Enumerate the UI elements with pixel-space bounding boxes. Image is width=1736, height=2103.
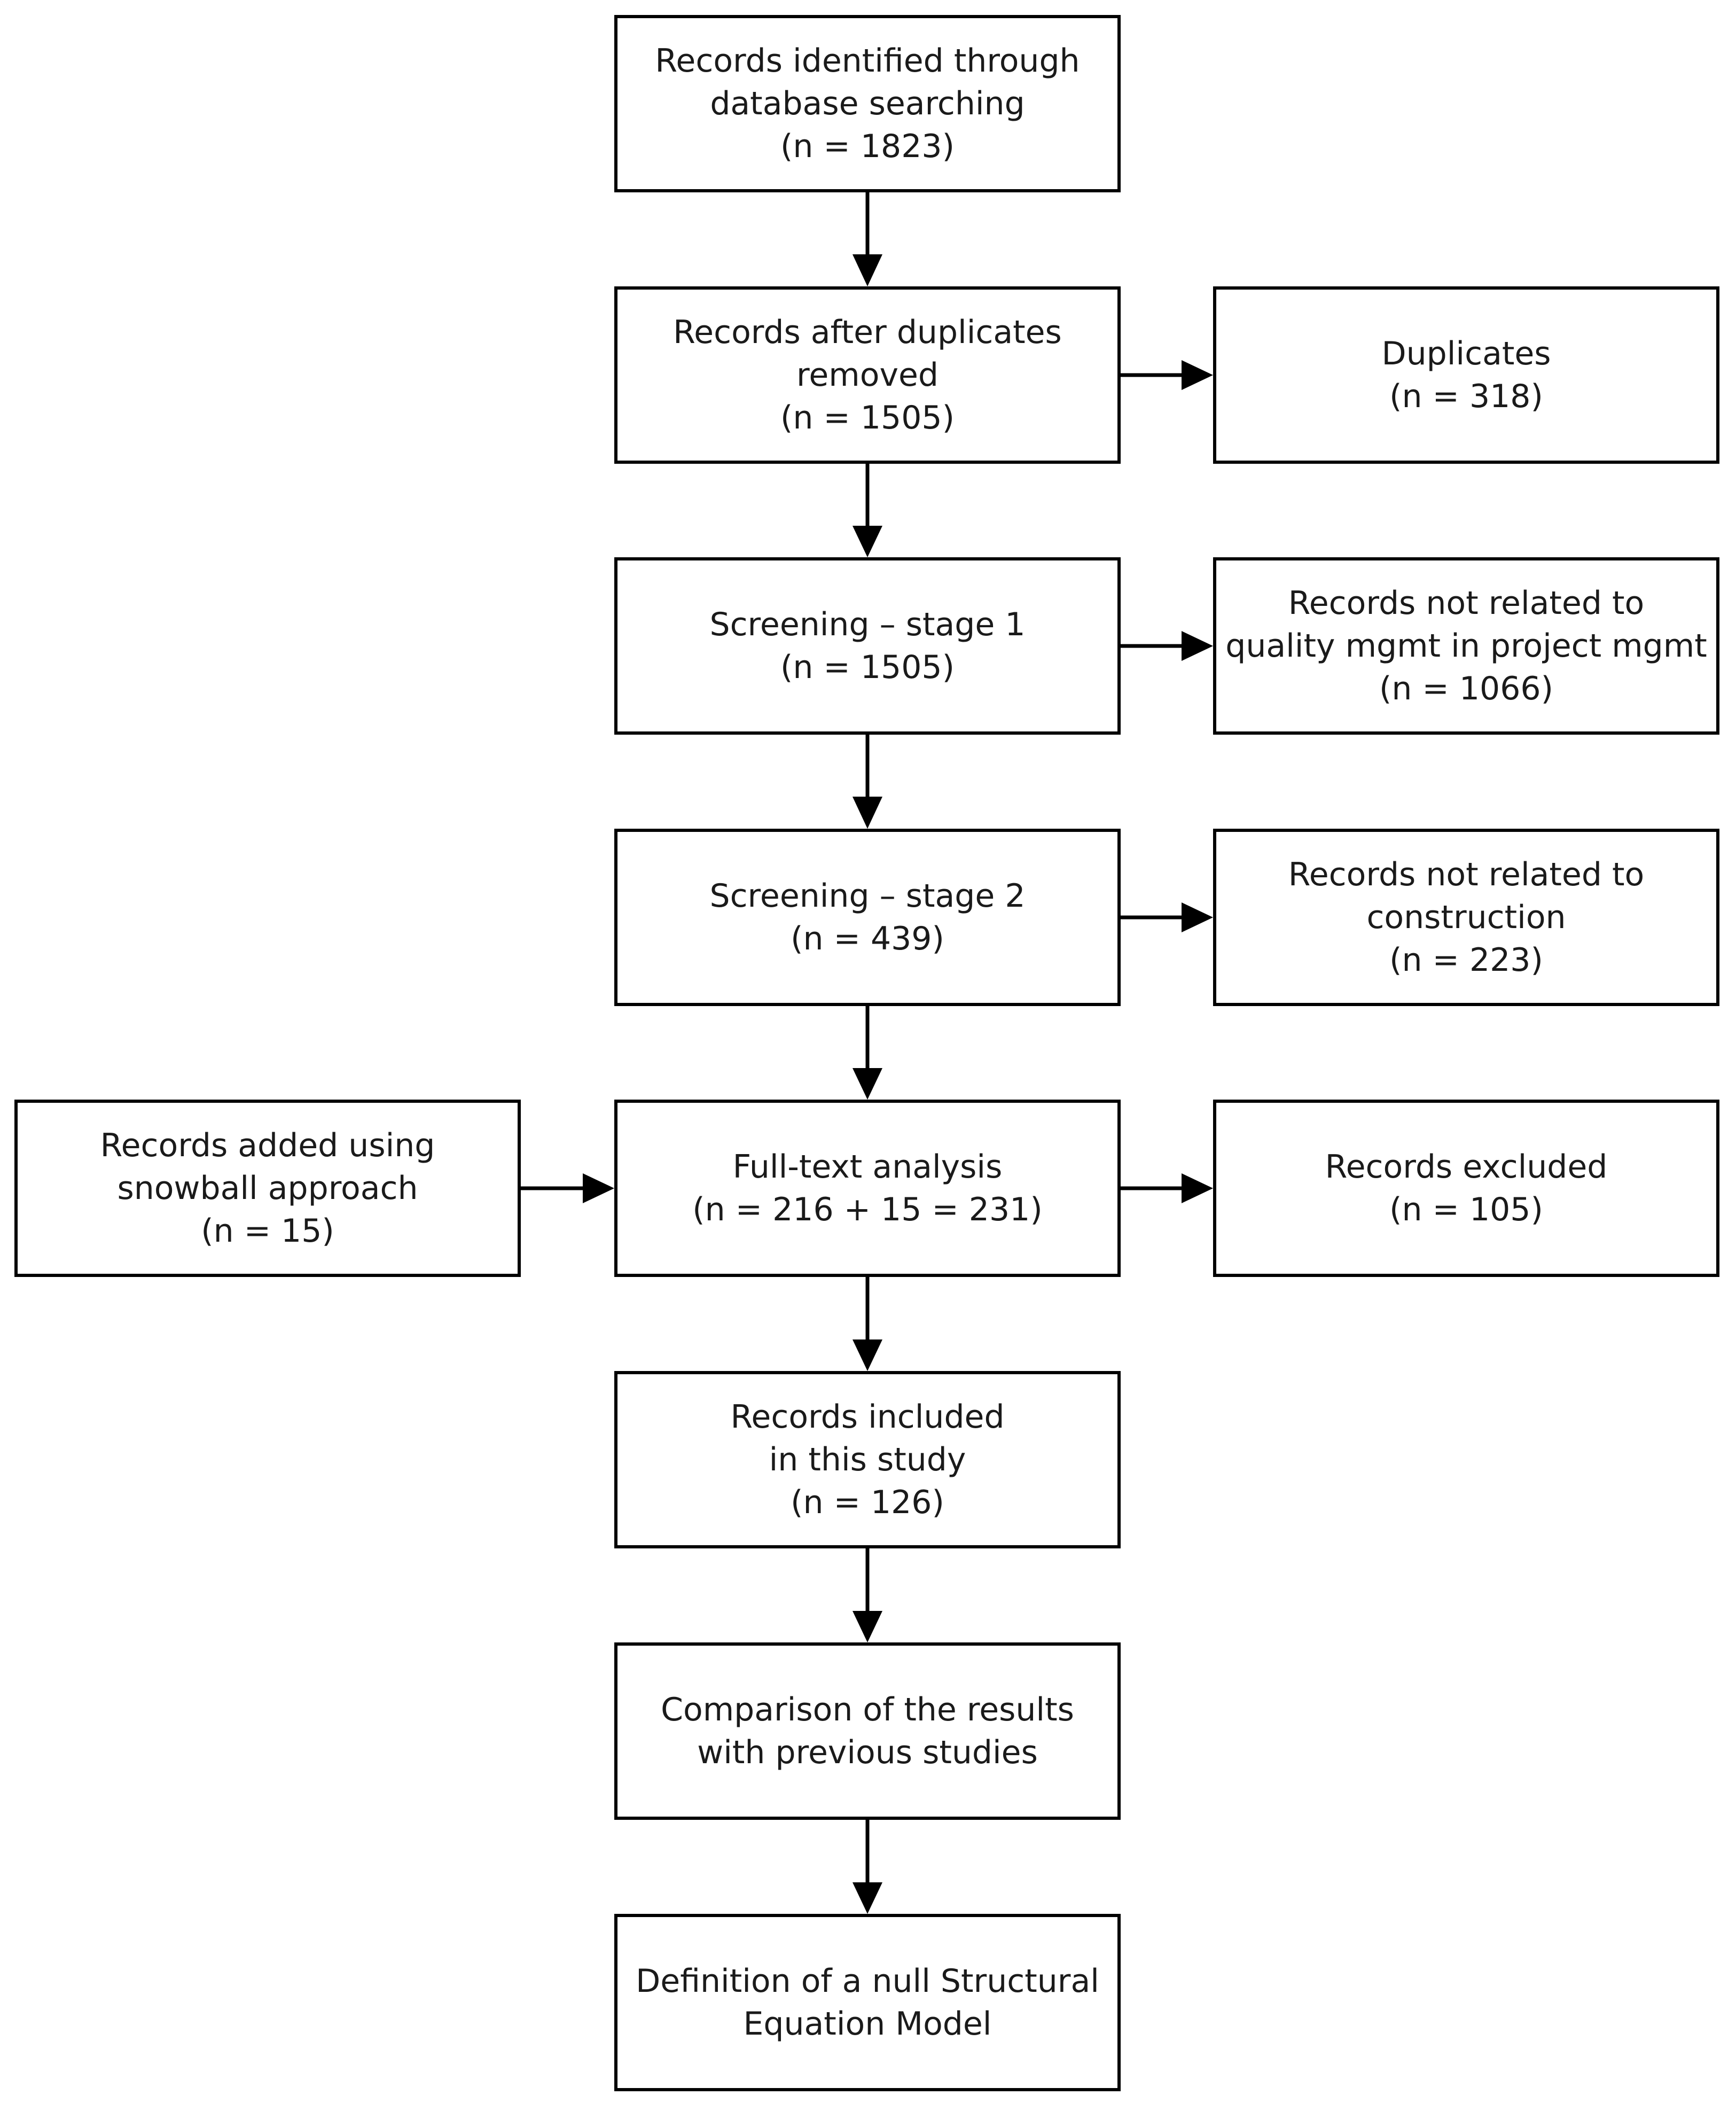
box-count: (n = 318) bbox=[1389, 378, 1543, 415]
box-line: Records after duplicates bbox=[673, 314, 1062, 351]
arrowhead-down bbox=[853, 797, 882, 829]
box-line: Equation Model bbox=[743, 2005, 992, 2043]
arrowhead-right bbox=[1182, 1173, 1213, 1203]
not-related-quality-box: Records not related to quality mgmt in p… bbox=[1213, 557, 1719, 735]
box-line: in this study bbox=[769, 1441, 966, 1478]
box-count: (n = 126) bbox=[791, 1484, 944, 1521]
box-line: database searching bbox=[710, 85, 1025, 122]
arrowhead-right bbox=[1182, 360, 1213, 390]
box-count: (n = 1505) bbox=[780, 399, 955, 437]
screening-stage-2-box: Screening – stage 2 (n = 439) bbox=[614, 829, 1121, 1006]
box-line: Full-text analysis bbox=[732, 1148, 1003, 1186]
arrowhead-down bbox=[853, 1882, 882, 1914]
box-line: Screening – stage 2 bbox=[709, 877, 1026, 915]
box-line: Records not related to bbox=[1288, 585, 1645, 622]
box-line: Comparison of the results bbox=[661, 1691, 1074, 1728]
full-text-analysis-box: Full-text analysis (n = 216 + 15 = 231) bbox=[614, 1100, 1121, 1277]
box-count: (n = 15) bbox=[201, 1212, 334, 1250]
records-after-duplicates-box: Records after duplicates removed (n = 15… bbox=[614, 286, 1121, 464]
arrowhead-down bbox=[853, 1339, 882, 1371]
records-included-box: Records included in this study (n = 126) bbox=[614, 1371, 1121, 1548]
comparison-box: Comparison of the results with previous … bbox=[614, 1642, 1121, 1820]
box-count: (n = 1066) bbox=[1379, 670, 1553, 707]
not-related-construction-box: Records not related to construction (n =… bbox=[1213, 829, 1719, 1006]
box-line: construction bbox=[1366, 899, 1566, 936]
arrowhead-right bbox=[583, 1173, 614, 1203]
box-line: with previous studies bbox=[697, 1734, 1038, 1771]
box-line: Duplicates bbox=[1381, 335, 1551, 372]
arrowhead-down bbox=[853, 1068, 882, 1100]
arrowhead-down bbox=[853, 254, 882, 286]
arrowhead-down bbox=[853, 1611, 882, 1642]
box-line: Records not related to bbox=[1288, 856, 1645, 893]
box-count: (n = 1823) bbox=[780, 128, 955, 165]
arrowhead-down bbox=[853, 526, 882, 557]
box-count: (n = 1505) bbox=[780, 649, 955, 686]
screening-stage-1-box: Screening – stage 1 (n = 1505) bbox=[614, 557, 1121, 735]
box-line: quality mgmt in project mgmt bbox=[1225, 627, 1707, 665]
box-line: Screening – stage 1 bbox=[709, 606, 1026, 643]
box-count: (n = 216 + 15 = 231) bbox=[692, 1191, 1043, 1228]
box-line: Records identified through bbox=[655, 42, 1080, 80]
box-count: (n = 223) bbox=[1389, 941, 1543, 979]
box-count: (n = 105) bbox=[1389, 1191, 1543, 1228]
records-identified-box: Records identified through database sear… bbox=[614, 15, 1121, 192]
arrowhead-right bbox=[1182, 902, 1213, 932]
arrowhead-right bbox=[1182, 631, 1213, 661]
box-line: Records excluded bbox=[1325, 1148, 1608, 1186]
box-line: snowball approach bbox=[117, 1170, 418, 1207]
box-line: Definition of a null Structural bbox=[636, 1962, 1099, 2000]
box-count: (n = 439) bbox=[791, 920, 944, 957]
box-line: Records added using bbox=[100, 1127, 435, 1164]
definition-box: Definition of a null Structural Equation… bbox=[614, 1914, 1121, 2091]
duplicates-box: Duplicates (n = 318) bbox=[1213, 286, 1719, 464]
box-line: Records included bbox=[730, 1398, 1005, 1436]
box-line: removed bbox=[796, 356, 939, 394]
snowball-records-box: Records added using snowball approach (n… bbox=[14, 1100, 521, 1277]
records-excluded-box: Records excluded (n = 105) bbox=[1213, 1100, 1719, 1277]
